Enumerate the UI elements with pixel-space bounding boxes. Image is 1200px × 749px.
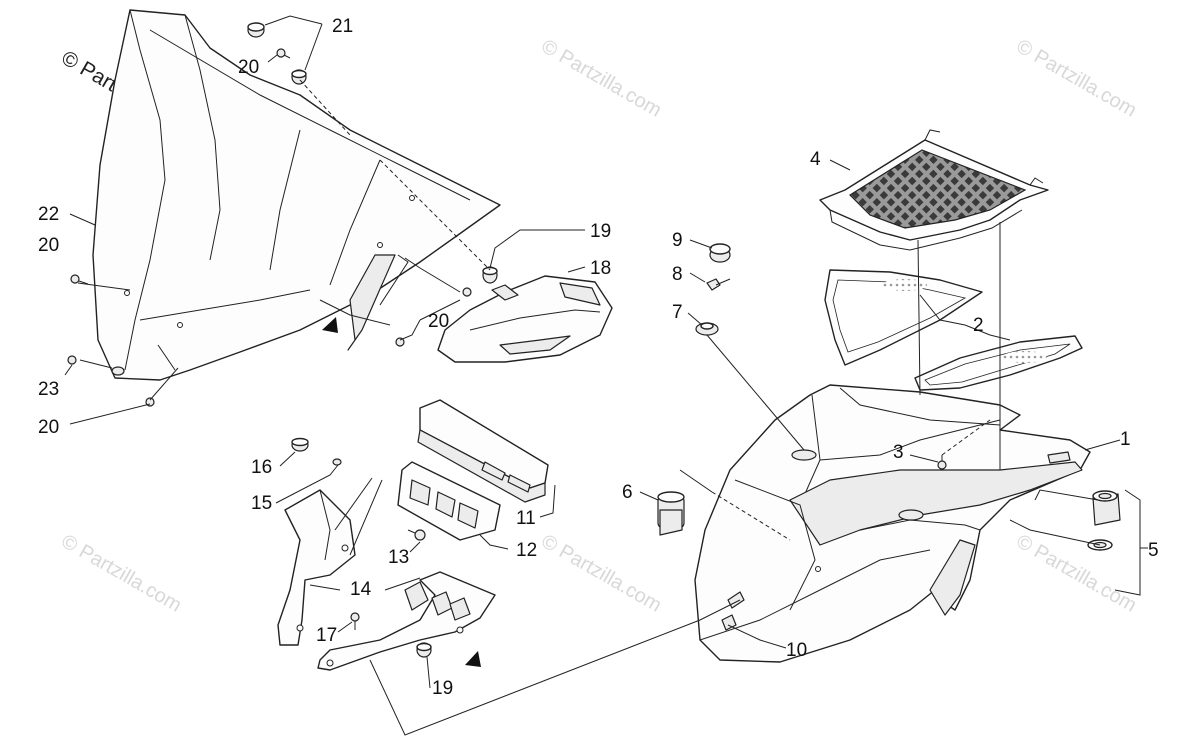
part-20-screw-top	[276, 48, 291, 59]
watermark-faint-3: © Partzilla.com	[58, 530, 186, 616]
watermark-faint-5: © Partzilla.com	[1013, 530, 1141, 616]
part-10-clip	[721, 614, 737, 631]
callout-21: 21	[332, 16, 353, 37]
part-22-windshield	[92, 9, 501, 381]
watermark-faint-1: © Partzilla.com	[538, 35, 666, 121]
callout-20-top: 20	[238, 57, 259, 78]
part-3-rivet	[937, 455, 947, 470]
part-19-grommet-bottom	[416, 642, 432, 658]
callout-17: 17	[316, 625, 337, 646]
watermark-faint-4: © Partzilla.com	[538, 530, 666, 616]
part-11-display	[417, 399, 549, 503]
callout-1: 1	[1120, 429, 1131, 450]
callout-18: 18	[590, 258, 611, 279]
arrow-marker-1	[322, 317, 338, 333]
callout-13: 13	[388, 547, 409, 568]
callout-3: 3	[893, 442, 904, 463]
part-8-key	[706, 278, 731, 291]
part-16-nut	[291, 437, 309, 452]
part-21-bumpers	[247, 22, 307, 85]
part-23-washer	[67, 355, 125, 376]
callout-11: 11	[516, 508, 536, 529]
part-20-screws-left	[70, 274, 472, 407]
callout-labels: 1 2 3 4 5 6 7 8 9 10 11 12 13 14 15 16 1…	[38, 16, 1159, 699]
watermark-faint-2: © Partzilla.com	[1013, 35, 1141, 121]
callout-5: 5	[1148, 540, 1159, 561]
direction-arrows	[322, 317, 481, 667]
callout-10: 10	[786, 640, 807, 661]
callout-4: 4	[810, 149, 821, 170]
part-6-switch	[657, 491, 685, 536]
arrow-marker-2	[465, 651, 481, 667]
part-17-screw	[350, 612, 360, 630]
callout-15: 15	[251, 493, 272, 514]
callout-14: 14	[350, 579, 372, 600]
callout-7: 7	[672, 302, 683, 323]
callout-9: 9	[672, 230, 683, 251]
part-1-front-body	[694, 384, 1091, 663]
part-4-net-tray	[819, 129, 1049, 251]
part-9-key-cap	[709, 243, 731, 263]
part-2-liners	[824, 269, 1083, 391]
callout-23: 23	[38, 379, 59, 400]
callout-12: 12	[516, 540, 537, 561]
callout-22: 22	[38, 204, 59, 225]
part-7-key-ring	[695, 322, 719, 336]
callout-19-bottom: 19	[432, 678, 453, 699]
callout-20-mid: 20	[428, 311, 449, 332]
part-13-screw	[407, 529, 426, 541]
callout-6: 6	[622, 482, 633, 503]
leader-lines	[64, 15, 1148, 736]
callout-8: 8	[672, 264, 683, 285]
part-5-socket	[1087, 490, 1121, 551]
callout-20-left: 20	[38, 235, 59, 256]
callout-16: 16	[251, 457, 272, 478]
part-18-headlight	[437, 275, 613, 363]
callout-20-bottom: 20	[38, 417, 59, 438]
callout-2: 2	[973, 315, 984, 336]
part-12-housing	[397, 461, 501, 541]
callout-19-top: 19	[590, 221, 611, 242]
part-15-washer	[332, 458, 342, 466]
